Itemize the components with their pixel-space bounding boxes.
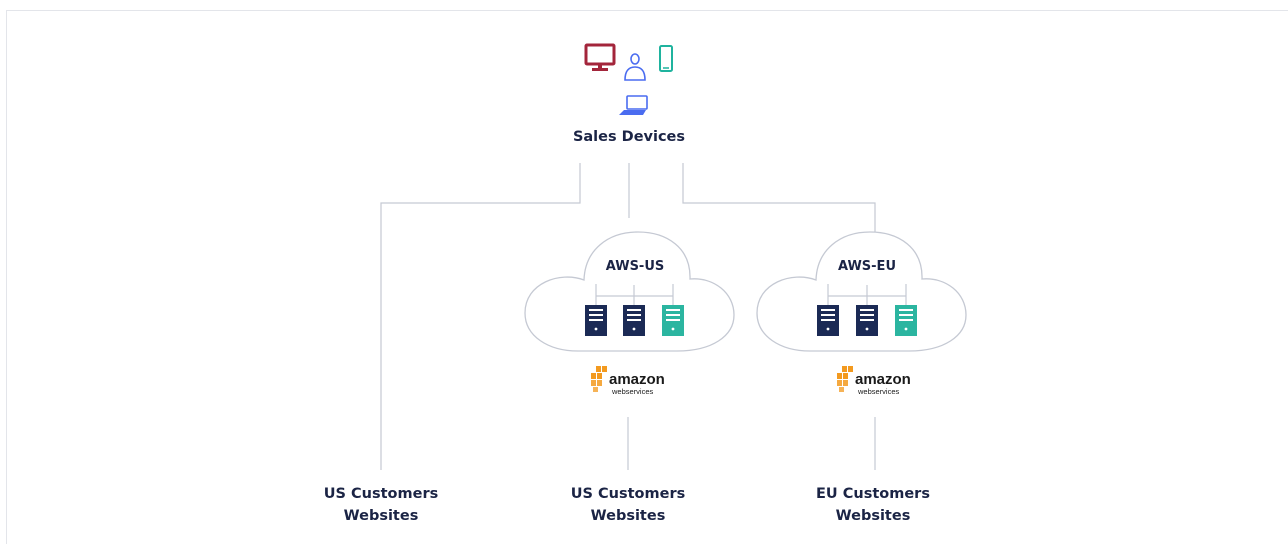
cloud-label-aws-us: AWS-US bbox=[605, 259, 665, 274]
target-line-1: US Customers bbox=[570, 486, 686, 502]
target-us-direct: US Customers Websites bbox=[301, 483, 461, 528]
server-icon-eu-2 bbox=[856, 305, 878, 336]
server-icon-us-3 bbox=[662, 305, 684, 336]
target-line-2: Websites bbox=[590, 508, 666, 525]
aws-logo-eu: amazon webservices bbox=[837, 366, 911, 396]
aws-cubes-icon bbox=[591, 366, 607, 392]
target-line-2: Websites bbox=[343, 508, 419, 525]
target-us-aws: US Customers Websites bbox=[548, 483, 708, 528]
aws-logo-sub: webservices bbox=[611, 387, 654, 396]
aws-logo-us: amazon webservices bbox=[591, 366, 665, 396]
aws-logo-word: amazon bbox=[855, 371, 911, 388]
server-icon-eu-3 bbox=[895, 305, 917, 336]
server-connectors-us bbox=[595, 284, 674, 305]
cloud-label-aws-eu: AWS-EU bbox=[837, 259, 896, 274]
server-icon-us-2 bbox=[623, 305, 645, 336]
aws-cubes-icon bbox=[837, 366, 853, 392]
target-eu-aws: EU Customers Websites bbox=[793, 483, 953, 528]
server-icon-eu-1 bbox=[817, 305, 839, 336]
connector-to-us-direct bbox=[380, 163, 581, 470]
connector-lines bbox=[380, 163, 876, 470]
target-line-2: Websites bbox=[835, 508, 911, 525]
server-icon-us-1 bbox=[585, 305, 607, 336]
aws-logo-sub: webservices bbox=[857, 387, 900, 396]
aws-logo-word: amazon bbox=[609, 371, 665, 388]
hub-label: Sales Devices bbox=[572, 129, 686, 145]
diagram-frame bbox=[6, 10, 1288, 544]
cloud-aws-us bbox=[524, 231, 735, 352]
target-line-1: US Customers bbox=[323, 486, 439, 502]
target-line-1: EU Customers bbox=[816, 486, 930, 502]
laptop-icon bbox=[619, 95, 648, 115]
connector-to-aws-eu bbox=[682, 163, 876, 232]
cloud-aws-eu bbox=[756, 231, 967, 352]
mobile-icon bbox=[659, 45, 673, 72]
server-connectors-eu bbox=[827, 284, 907, 305]
desktop-icon bbox=[584, 43, 616, 71]
user-icon bbox=[624, 53, 646, 81]
